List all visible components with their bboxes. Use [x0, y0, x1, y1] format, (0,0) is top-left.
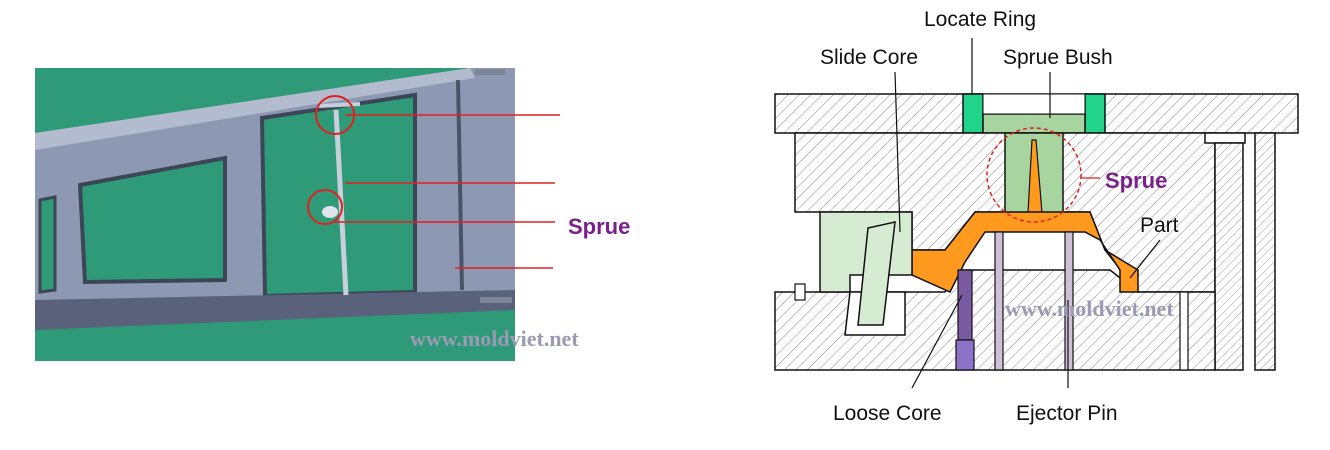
- sprue-bush-label: Sprue Bush: [1003, 46, 1113, 69]
- slide-core-label: Slide Core: [820, 46, 918, 69]
- locate-ring-left: [962, 93, 984, 134]
- photo-watermark: www.moldviet.net: [410, 326, 579, 351]
- product-photo: Sprue www.moldviet.net: [35, 68, 630, 361]
- slide-core-leader: [894, 71, 901, 233]
- console-window-left: [77, 155, 227, 285]
- photo-sprue-label: Sprue: [568, 214, 630, 239]
- locate-ring-right: [1084, 93, 1106, 134]
- mold-diagram: Locate Ring Slide Core Sprue Bush Sprue …: [774, 8, 1299, 425]
- sprue-bush-head: [982, 113, 1086, 134]
- locate-ring-label: Locate Ring: [924, 8, 1036, 31]
- diagram-sprue-label: Sprue: [1105, 168, 1167, 193]
- guide-pillar: [1214, 142, 1244, 371]
- loose-core-leader: [911, 294, 963, 389]
- ejector-pin-1: [994, 231, 1004, 371]
- ejector-pin-label: Ejector Pin: [1016, 402, 1118, 425]
- loose-core-label: Loose Core: [833, 402, 942, 425]
- diagram-watermark: www.moldviet.net: [1005, 296, 1174, 321]
- part-leader: [1129, 239, 1161, 279]
- part-label: Part: [1140, 214, 1179, 237]
- angle-pin: [857, 221, 896, 326]
- callout-circle-middle: [307, 189, 343, 225]
- loose-core: [957, 269, 973, 341]
- ejector-pin-2: [1064, 231, 1074, 371]
- sprue-callout-circle: [986, 127, 1082, 223]
